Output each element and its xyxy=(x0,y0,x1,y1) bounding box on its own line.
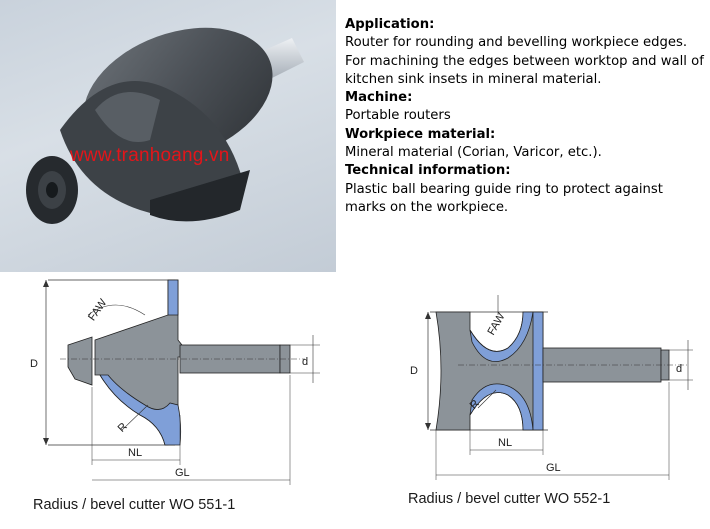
nl-label-2: NL xyxy=(498,437,512,449)
d-big-label-2: D xyxy=(410,365,418,377)
watermark-text: www.tranhoang.vn xyxy=(70,145,230,166)
router-bit-illustration: LM xyxy=(26,27,304,224)
faw-label-2: FAW xyxy=(485,311,507,338)
diagram-wo-551-1: D d FAW R NL GL xyxy=(30,279,320,485)
gl-label-2: GL xyxy=(546,462,561,474)
machine-heading: Machine: xyxy=(345,90,413,106)
product-info: Application: Router for rounding and bev… xyxy=(345,16,705,217)
material-heading: Workpiece material: xyxy=(345,126,496,142)
product-photo: LM www.tranhoang.vn xyxy=(0,0,336,272)
technical-text: Plastic ball bearing guide ring to prote… xyxy=(345,181,663,215)
carbide-tip xyxy=(99,374,182,446)
faw-label: FAW xyxy=(86,297,110,324)
caption-wo-552-1: Radius / bevel cutter WO 552-1 xyxy=(408,491,611,507)
d-big-label: D xyxy=(30,358,38,370)
application-heading: Application: xyxy=(345,17,435,32)
gl-label: GL xyxy=(175,467,190,479)
nl-label: NL xyxy=(128,447,142,459)
material-text: Mineral material (Corian, Varicor, etc.)… xyxy=(345,145,602,161)
application-text: Router for rounding and bevelling workpi… xyxy=(345,35,704,87)
diagram-wo-552-1: D d FAW R NL GL xyxy=(410,295,693,480)
machine-text: Portable routers xyxy=(345,108,451,124)
r-label: R xyxy=(116,421,130,435)
d-small-label-2: d xyxy=(676,363,682,375)
caption-wo-551-1: Radius / bevel cutter WO 551-1 xyxy=(33,497,236,513)
bearing xyxy=(67,336,93,386)
d-small-label: d xyxy=(302,356,308,368)
technical-heading: Technical information: xyxy=(345,163,511,179)
